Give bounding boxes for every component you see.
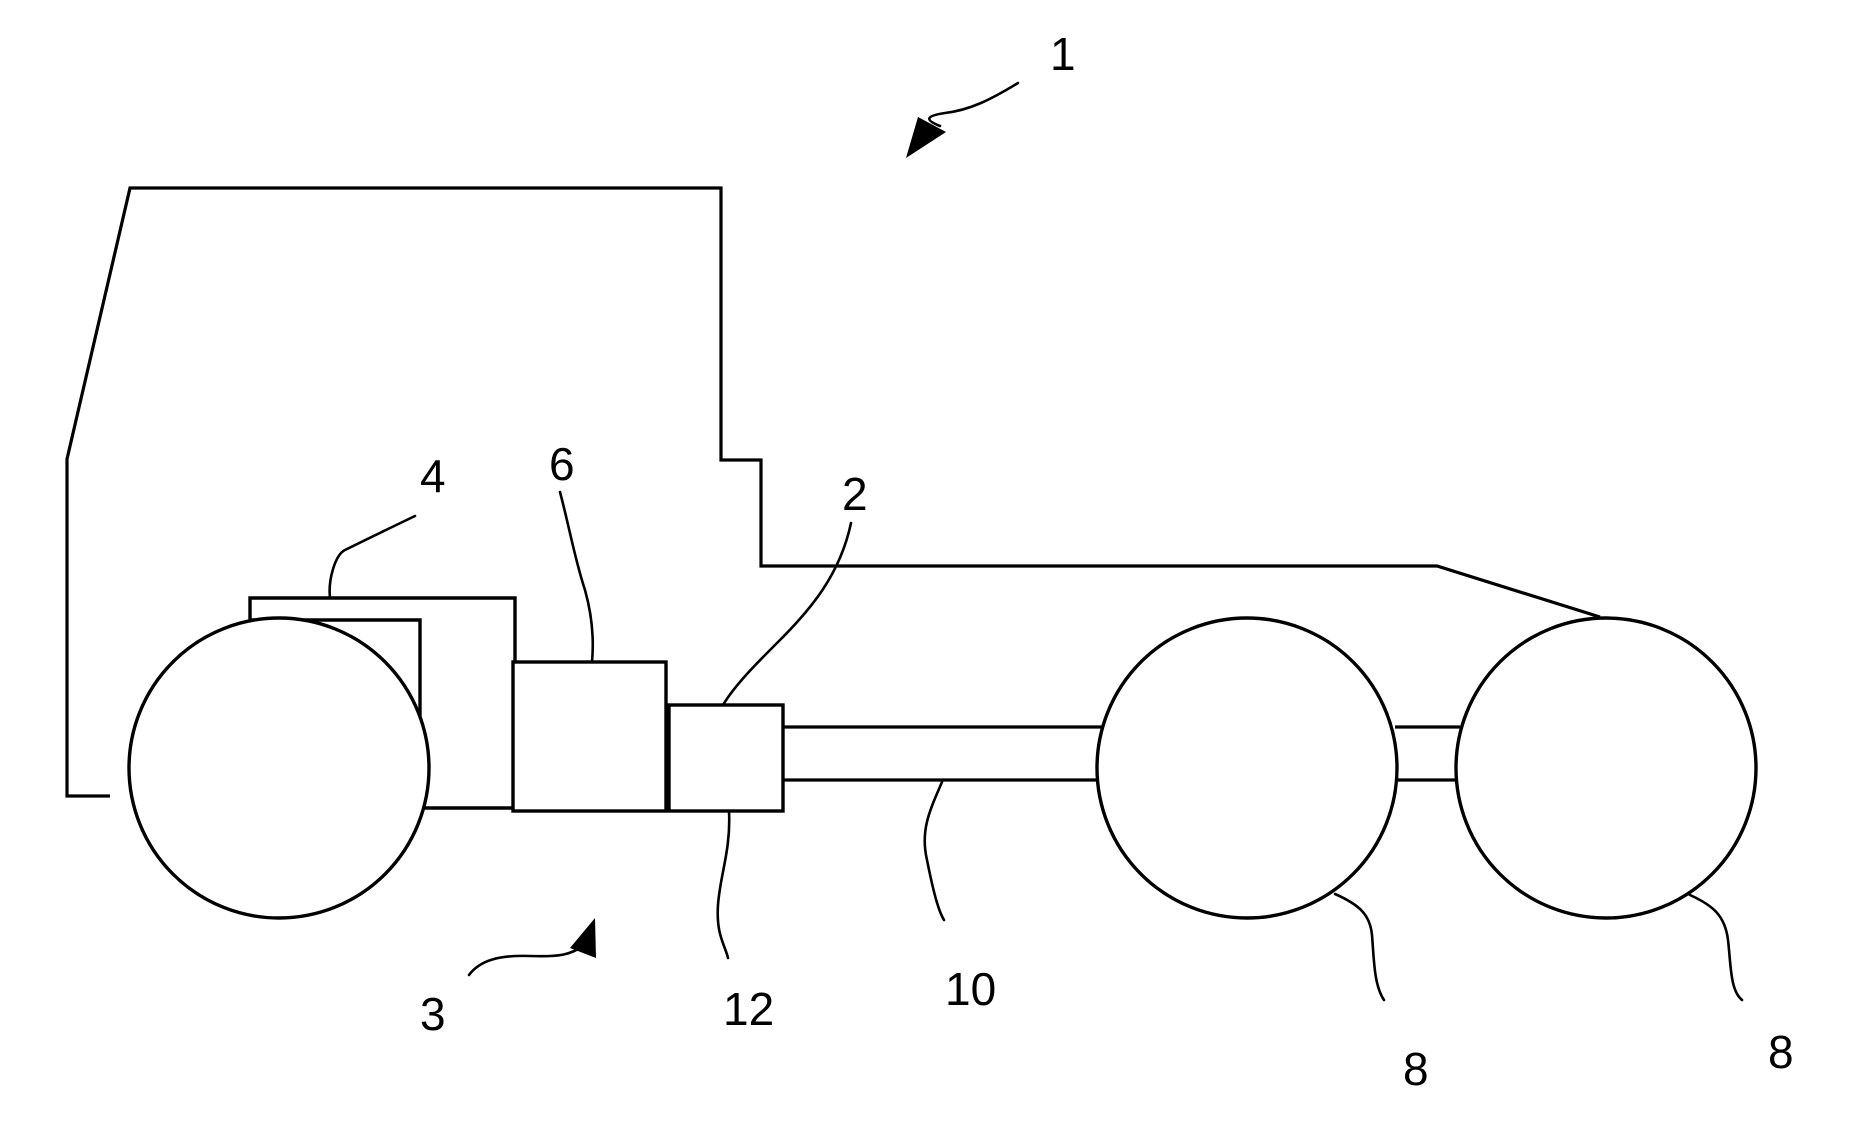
leader-propeller-shaft [925,782,944,920]
label-powertrain: 3 [420,988,446,1040]
leader-drive-wheel-front [1335,894,1384,1000]
label-propeller-shaft: 10 [945,963,996,1015]
leader-powertrain [469,945,585,975]
leader-vehicle [929,83,1018,126]
gearbox-block [669,705,783,811]
label-vehicle: 1 [1050,28,1076,80]
leader-output-shaft [718,811,730,958]
clutch-block [513,662,666,811]
label-output-shaft: 12 [723,983,774,1035]
leader-engine [330,516,415,598]
leader-gearbox [723,523,851,705]
label-gearbox: 2 [842,468,868,520]
label-engine: 4 [420,450,446,502]
leader-clutch [560,492,593,662]
arrow-vehicle [906,117,946,158]
label-drive-wheel-front: 8 [1403,1043,1429,1095]
leader-drive-wheel-rear [1690,895,1742,1000]
label-drive-wheel-rear: 8 [1768,1026,1794,1078]
drive-wheel-front [1097,618,1397,918]
label-clutch: 6 [549,438,575,490]
front-wheel [129,618,429,918]
drive-wheel-rear [1456,618,1756,918]
